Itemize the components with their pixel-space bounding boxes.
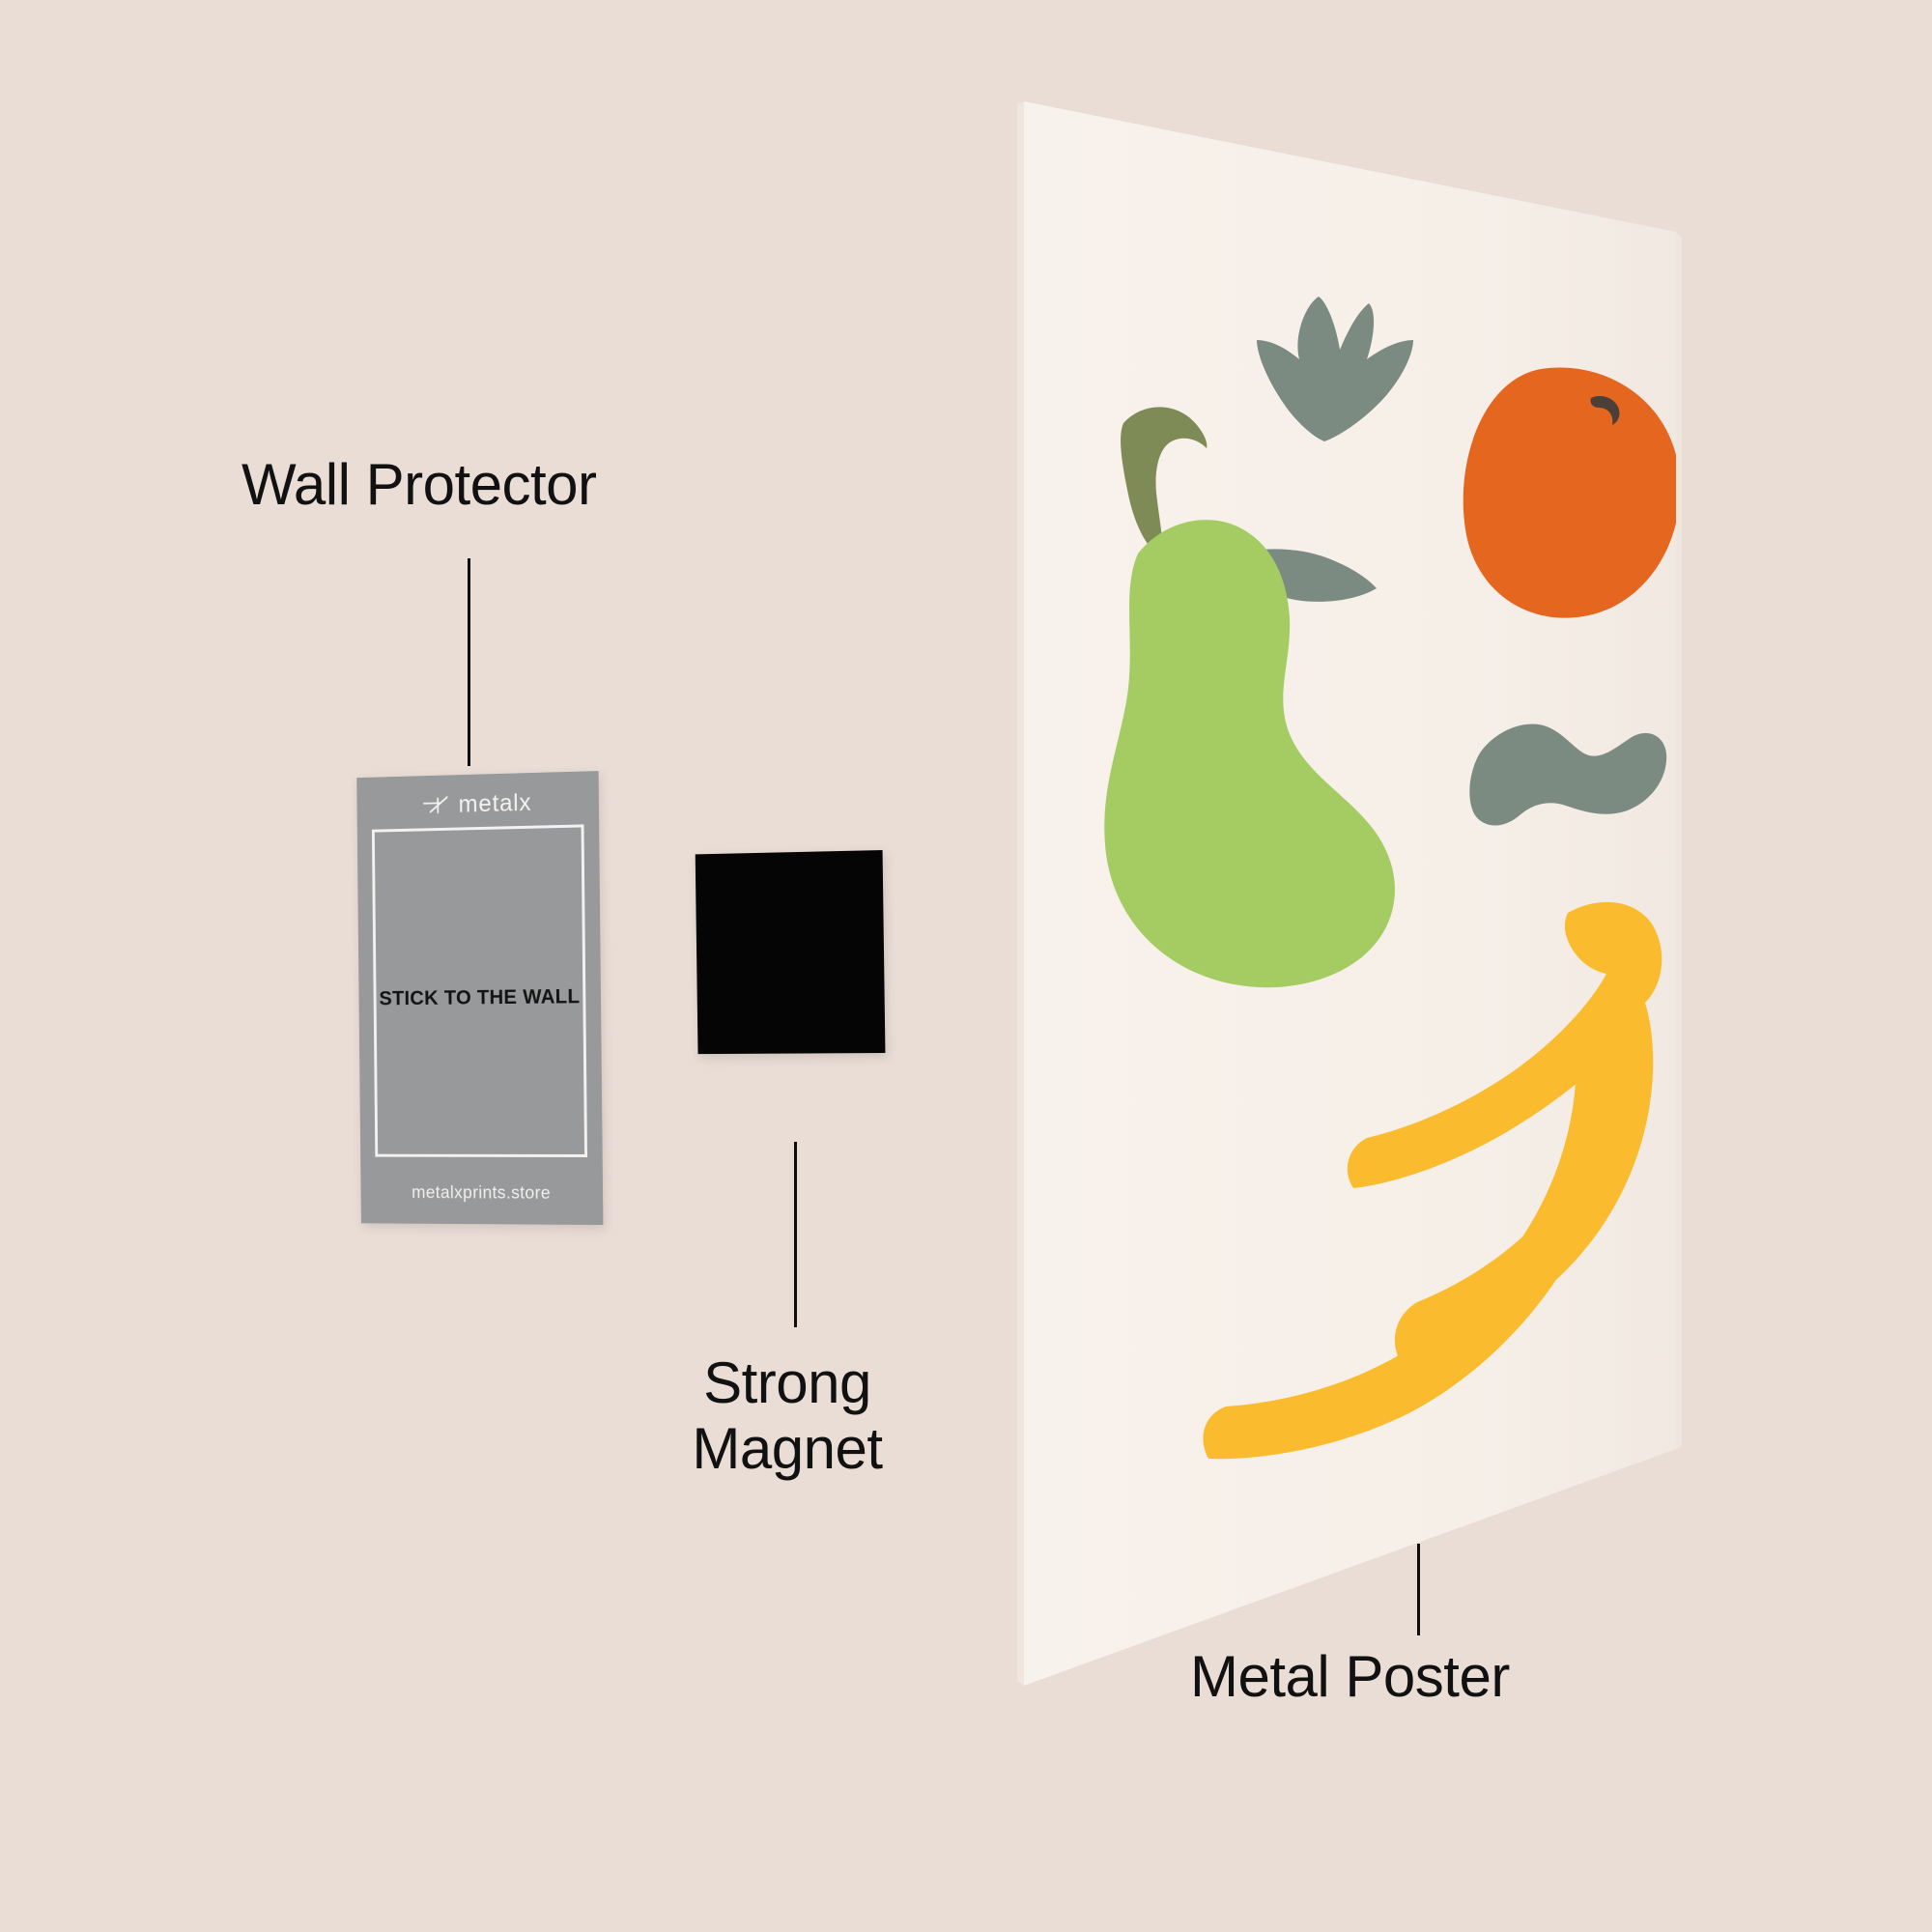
banana-front [1203, 1003, 1619, 1460]
orange-fruit [1463, 367, 1676, 618]
callout-label-wall-protector: Wall Protector [242, 452, 597, 517]
orange-stem-mark [1590, 396, 1620, 425]
pear-body [1104, 520, 1395, 988]
metalx-pinwheel-icon [422, 793, 450, 818]
strong-magnet-tile[interactable] [695, 850, 886, 1055]
leader-line-strong-magnet [794, 1142, 797, 1327]
pear-stem [1121, 407, 1208, 556]
poster-right-edge [1676, 232, 1682, 1449]
card-url: metalxprints.store [412, 1182, 552, 1203]
callout-label-strong-magnet: Strong Magnet [692, 1350, 883, 1481]
callout-label-metal-poster: Metal Poster [1190, 1644, 1510, 1709]
metalx-logo: metalx [356, 787, 599, 821]
metal-poster-artwork [1017, 101, 1682, 1686]
metal-poster[interactable] [1000, 58, 1715, 1758]
poster-artwork-group [1104, 297, 1676, 1460]
leader-line-wall-protector [468, 558, 470, 766]
poster-left-edge [1017, 101, 1024, 1686]
leader-line-metal-poster [1417, 1544, 1420, 1635]
banana-back [1347, 901, 1662, 1356]
sage-sprig-icon [1257, 297, 1413, 441]
card-headline: STICK TO THE WALL [379, 985, 581, 1010]
sage-wave-blob [1469, 724, 1667, 826]
metalx-wordmark: metalx [458, 788, 532, 818]
wall-protector-card[interactable]: metalx STICK TO THE WALL metalxprints.st… [356, 771, 604, 1226]
